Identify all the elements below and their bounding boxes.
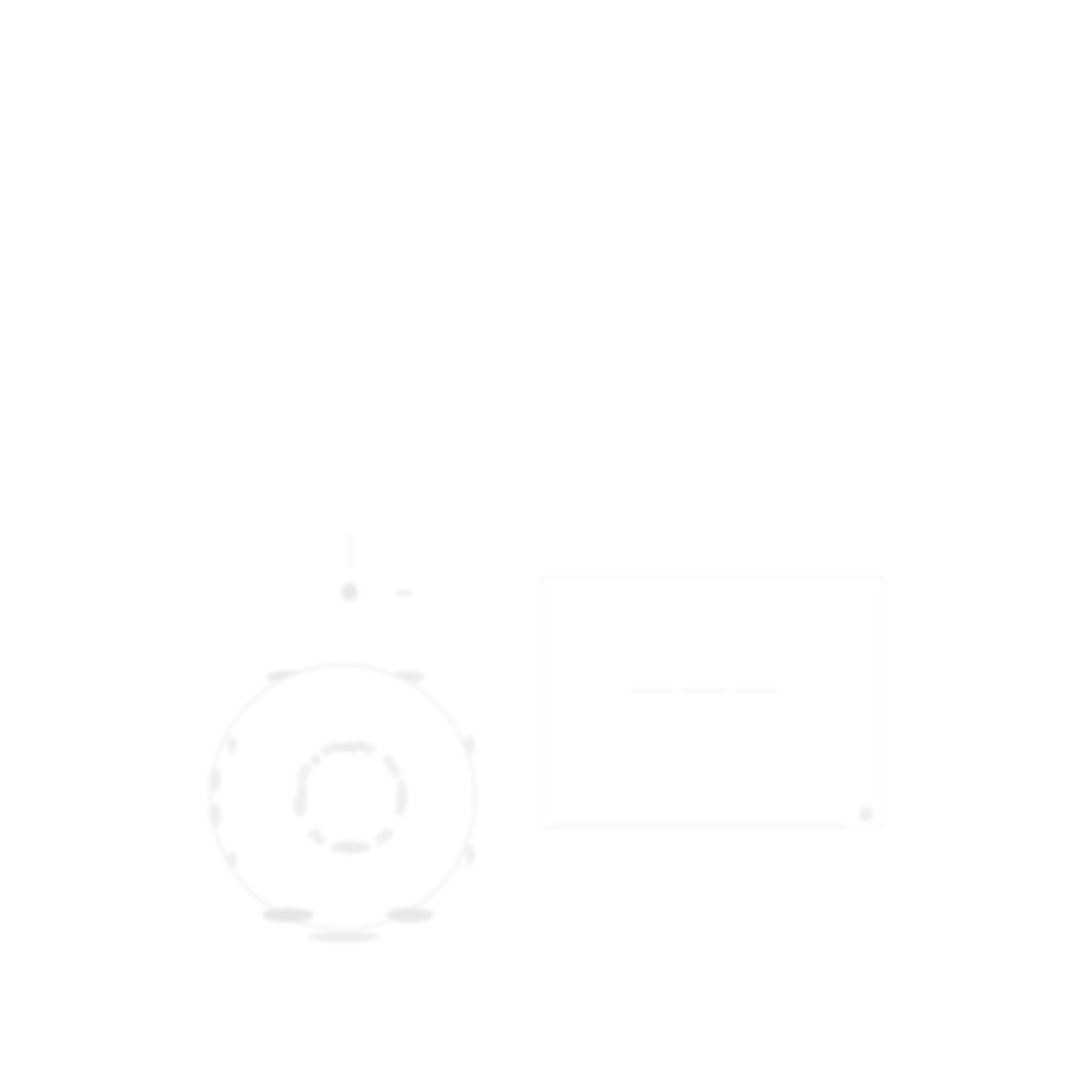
robot-body bbox=[209, 663, 477, 931]
robot-antenna bbox=[342, 533, 413, 601]
sign-board bbox=[539, 577, 885, 829]
robot-feet bbox=[262, 908, 434, 942]
